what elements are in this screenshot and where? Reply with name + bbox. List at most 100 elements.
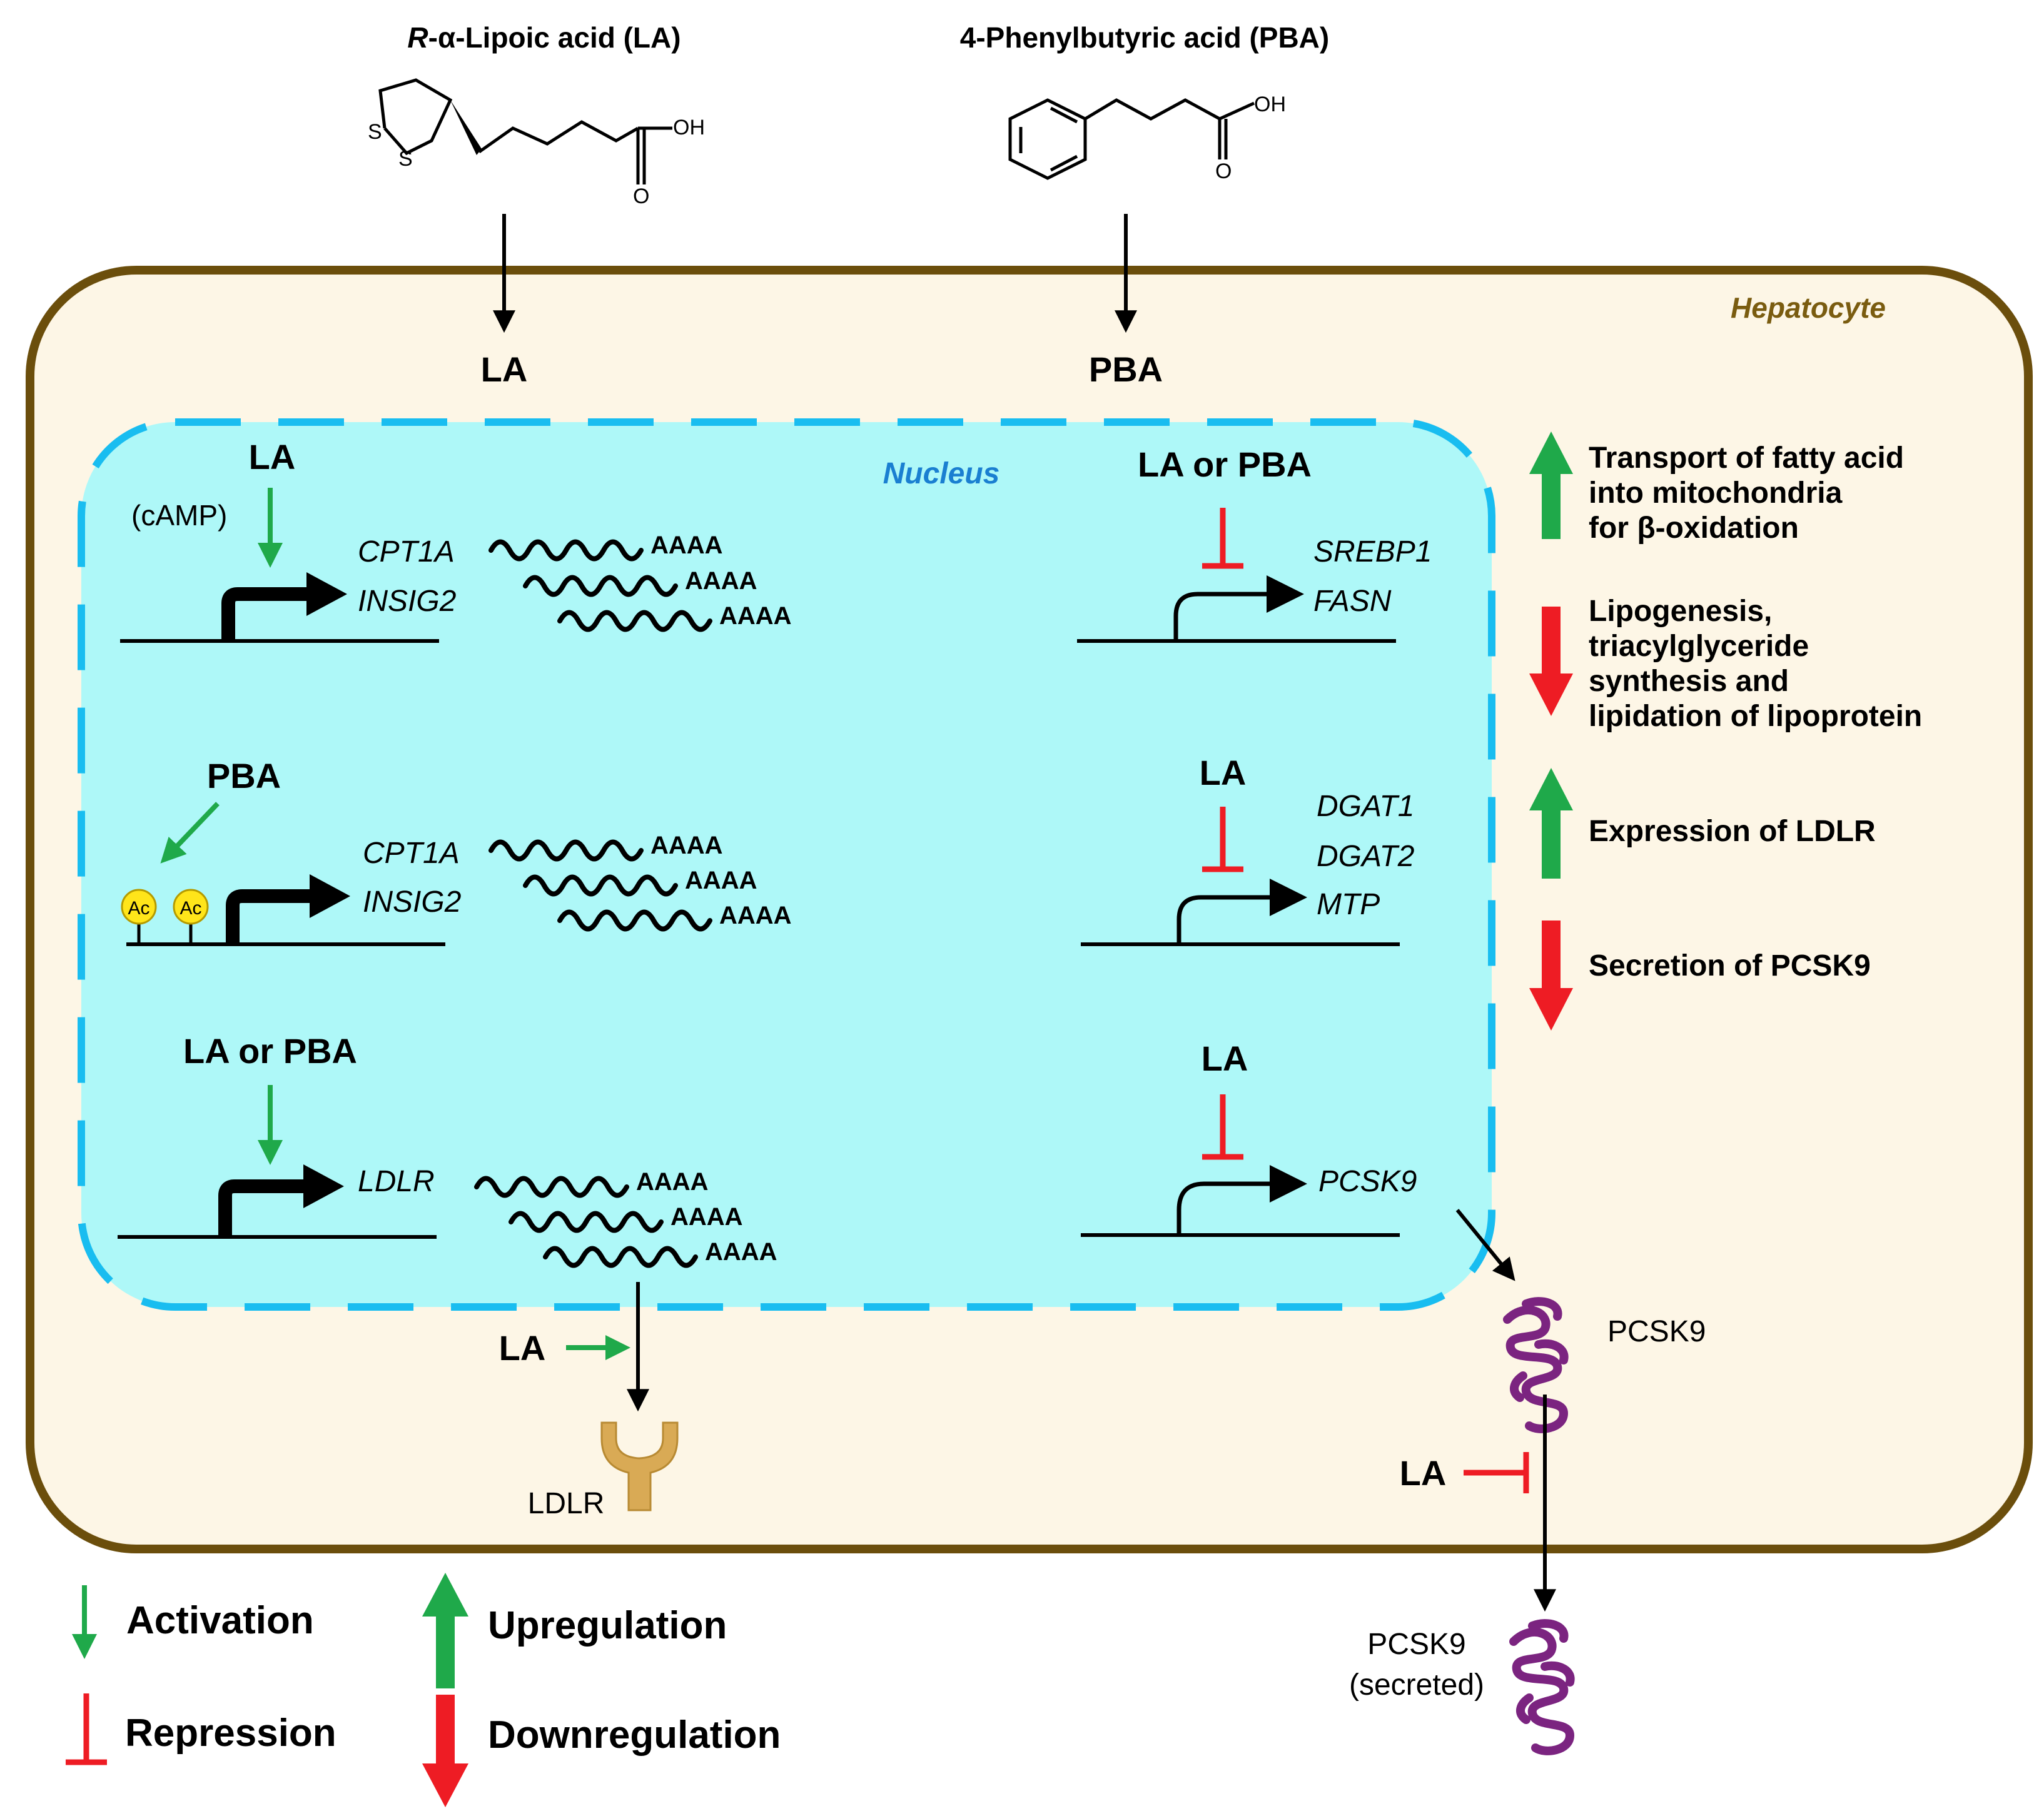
gene-label: MTP (1317, 888, 1380, 921)
svg-text:Activation: Activation (126, 1599, 314, 1642)
la-compound-title: R-α-Lipoic acid (LA) (407, 21, 680, 54)
gene-label: CPT1A (363, 837, 460, 870)
effect-transport: Transport of fatty acid into mitochondri… (1529, 431, 1904, 545)
effect-ldlr-expression: Expression of LDLR (1529, 768, 1876, 879)
svg-text:lipidation of lipoprotein: lipidation of lipoprotein (1589, 700, 1922, 733)
svg-text:AAAA: AAAA (705, 1238, 777, 1266)
promoter-arrowhead (1267, 575, 1304, 613)
promoter-arrowhead (1270, 879, 1307, 916)
pcsk9-translation-arrow (1455, 1209, 1515, 1281)
svg-text:AAAA: AAAA (650, 532, 723, 559)
svg-text:S: S (398, 147, 413, 171)
svg-text:AAAA: AAAA (719, 902, 792, 929)
legend-upregulation: Upregulation (422, 1573, 727, 1688)
svg-text:S: S (368, 120, 382, 144)
pba-compound-title: 4-Phenylbutyric acid (PBA) (960, 21, 1329, 54)
mrna-transcripts: AAAA AAAA AAAA (477, 1168, 777, 1266)
row1-right-effector: LA or PBA (1138, 445, 1312, 484)
svg-text:AAAA: AAAA (685, 867, 757, 894)
secreted-pcsk9-label: PCSK9 (1367, 1628, 1465, 1661)
upregulation-arrow-icon (1529, 768, 1573, 879)
svg-text:into mitochondria: into mitochondria (1589, 477, 1843, 510)
activation-arrow (160, 802, 220, 864)
gene-label: DGAT1 (1317, 790, 1414, 823)
pcsk9-protein-label: PCSK9 (1607, 1315, 1706, 1348)
gene-label: SREBP1 (1313, 535, 1432, 568)
gene-row-ldlr: LA or PBA LDLR AAAA AAAA AAAA (118, 1031, 777, 1266)
repression-bar (1202, 508, 1243, 569)
svg-text:OH: OH (673, 116, 705, 139)
upregulation-arrow-icon (422, 1573, 468, 1688)
svg-text:O: O (1215, 159, 1232, 183)
nucleus-envelope (78, 418, 1495, 1311)
secreted-pcsk9-icon (1514, 1623, 1571, 1751)
gene-label: INSIG2 (358, 585, 456, 618)
repression-bar (1202, 807, 1243, 872)
gene-label: FASN (1313, 585, 1392, 618)
mrna-transcripts: AAAA AAAA AAAA (491, 832, 792, 929)
row3-left-effector: LA or PBA (183, 1031, 357, 1071)
repression-bar-icon (66, 1693, 107, 1765)
svg-text:OH: OH (1254, 93, 1286, 116)
nucleus-label: Nucleus (883, 457, 1000, 490)
svg-text:Ac: Ac (180, 898, 201, 919)
legend-repression: Repression (66, 1693, 336, 1765)
gene-row-dgat: LA DGAT1 DGAT2 MTP (1081, 753, 1414, 946)
svg-text:Downregulation: Downregulation (488, 1713, 781, 1757)
gene-row-pcsk9: LA PCSK9 (1081, 1039, 1417, 1237)
repression-bar (1464, 1452, 1529, 1493)
legend-activation: Activation (72, 1585, 314, 1659)
row3-right-effector: LA (1202, 1039, 1248, 1078)
promoter-arrow (1176, 1181, 1273, 1235)
legend: Activation Repression Upregulation Downr… (66, 1573, 781, 1807)
gene-label: INSIG2 (363, 885, 461, 919)
svg-text:Expression of LDLR: Expression of LDLR (1589, 815, 1876, 848)
promoter-arrow (218, 1179, 306, 1237)
lipoic-acid-structure: S S OH O (368, 78, 705, 208)
promoter-arrow (1176, 895, 1273, 944)
gene-label: DGAT2 (1317, 840, 1414, 873)
gene-label: LDLR (358, 1165, 435, 1198)
svg-text:for β-oxidation: for β-oxidation (1589, 512, 1799, 545)
la-ldlr-effector: LA (499, 1328, 546, 1368)
promoter-arrowhead (306, 572, 347, 616)
gene-label: CPT1A (358, 535, 455, 568)
secreted-pcsk9-sublabel: (secreted) (1349, 1668, 1484, 1702)
mrna-transcripts: AAAA AAAA AAAA (491, 532, 792, 630)
gene-row-srebp1: LA or PBA SREBP1 FASN (1077, 445, 1432, 643)
row2-left-effector: PBA (207, 756, 281, 795)
legend-downregulation: Downregulation (422, 1695, 781, 1807)
svg-text:AAAA: AAAA (685, 567, 757, 595)
svg-text:Transport of fatty acid: Transport of fatty acid (1589, 441, 1904, 475)
promoter-arrowhead (303, 1164, 344, 1208)
promoter-arrow (1173, 592, 1270, 641)
svg-text:Secretion of PCSK9: Secretion of PCSK9 (1589, 949, 1871, 982)
camp-label: (cAMP) (131, 499, 227, 532)
pba-intracellular-label: PBA (1089, 350, 1163, 389)
svg-text:AAAA: AAAA (670, 1203, 743, 1231)
promoter-arrowhead (310, 874, 350, 918)
row2-right-effector: LA (1200, 753, 1247, 792)
svg-text:triacylglyceride: triacylglyceride (1589, 630, 1809, 663)
acetyl-group-icon (121, 889, 157, 925)
hepatocyte-label: Hepatocyte (1731, 291, 1886, 324)
ldlr-protein-label: LDLR (528, 1487, 605, 1520)
effect-pcsk9-secretion: Secretion of PCSK9 (1529, 921, 1871, 1031)
gene-row-cpt1a-la: LA (cAMP) CPT1A INSIG2 AAAA AAAA AAAA (120, 437, 792, 643)
svg-text:Repression: Repression (125, 1712, 336, 1755)
downregulation-arrow-icon (422, 1695, 468, 1807)
effect-lipogenesis: Lipogenesis, triacylglyceride synthesis … (1529, 595, 1922, 733)
svg-text:synthesis and: synthesis and (1589, 665, 1789, 698)
svg-text:Lipogenesis,: Lipogenesis, (1589, 595, 1772, 628)
row1-left-effector: LA (249, 437, 296, 477)
svg-text:O: O (633, 184, 649, 208)
repression-bar (1202, 1094, 1243, 1160)
promoter-arrow (221, 587, 310, 641)
svg-text:Ac: Ac (128, 898, 149, 919)
downregulation-arrow-icon (1529, 607, 1573, 716)
la-intracellular-label: LA (481, 350, 528, 389)
svg-text:AAAA: AAAA (719, 602, 792, 630)
promoter-arrowhead (1270, 1165, 1307, 1203)
downregulation-arrow-icon (1529, 921, 1573, 1031)
